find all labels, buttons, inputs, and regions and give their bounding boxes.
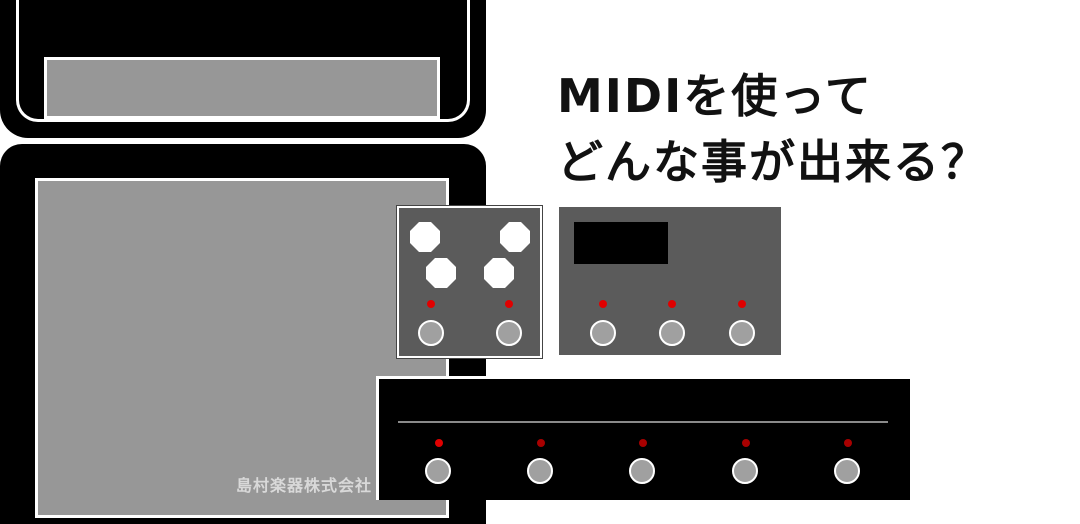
- footswitch: [418, 320, 444, 346]
- footswitch: [425, 458, 451, 484]
- headline-line-2: どんな事が出来る？: [557, 135, 989, 189]
- led-indicator: [639, 439, 647, 447]
- controller-divider: [398, 421, 888, 423]
- led-indicator: [537, 439, 545, 447]
- led-indicator: [844, 439, 852, 447]
- pedal-display: [574, 222, 668, 264]
- footswitch: [629, 458, 655, 484]
- knob-icon: [500, 222, 530, 252]
- footswitch: [527, 458, 553, 484]
- footswitch: [659, 320, 685, 346]
- amp-head-trim: [16, 0, 470, 122]
- led-indicator: [505, 300, 513, 308]
- led-indicator: [599, 300, 607, 308]
- footswitch: [732, 458, 758, 484]
- led-indicator: [427, 300, 435, 308]
- knob-icon: [410, 222, 440, 252]
- knob-icon: [426, 258, 456, 288]
- led-indicator: [435, 439, 443, 447]
- footswitch: [834, 458, 860, 484]
- amp-head-panel: [44, 57, 440, 119]
- footswitch: [729, 320, 755, 346]
- footswitch: [496, 320, 522, 346]
- footswitch: [590, 320, 616, 346]
- led-indicator: [742, 439, 750, 447]
- led-indicator: [668, 300, 676, 308]
- headline-line-1: MIDIを使って: [557, 69, 873, 123]
- brand-name: 島村楽器株式会社: [236, 476, 373, 495]
- led-indicator: [738, 300, 746, 308]
- knob-icon: [484, 258, 514, 288]
